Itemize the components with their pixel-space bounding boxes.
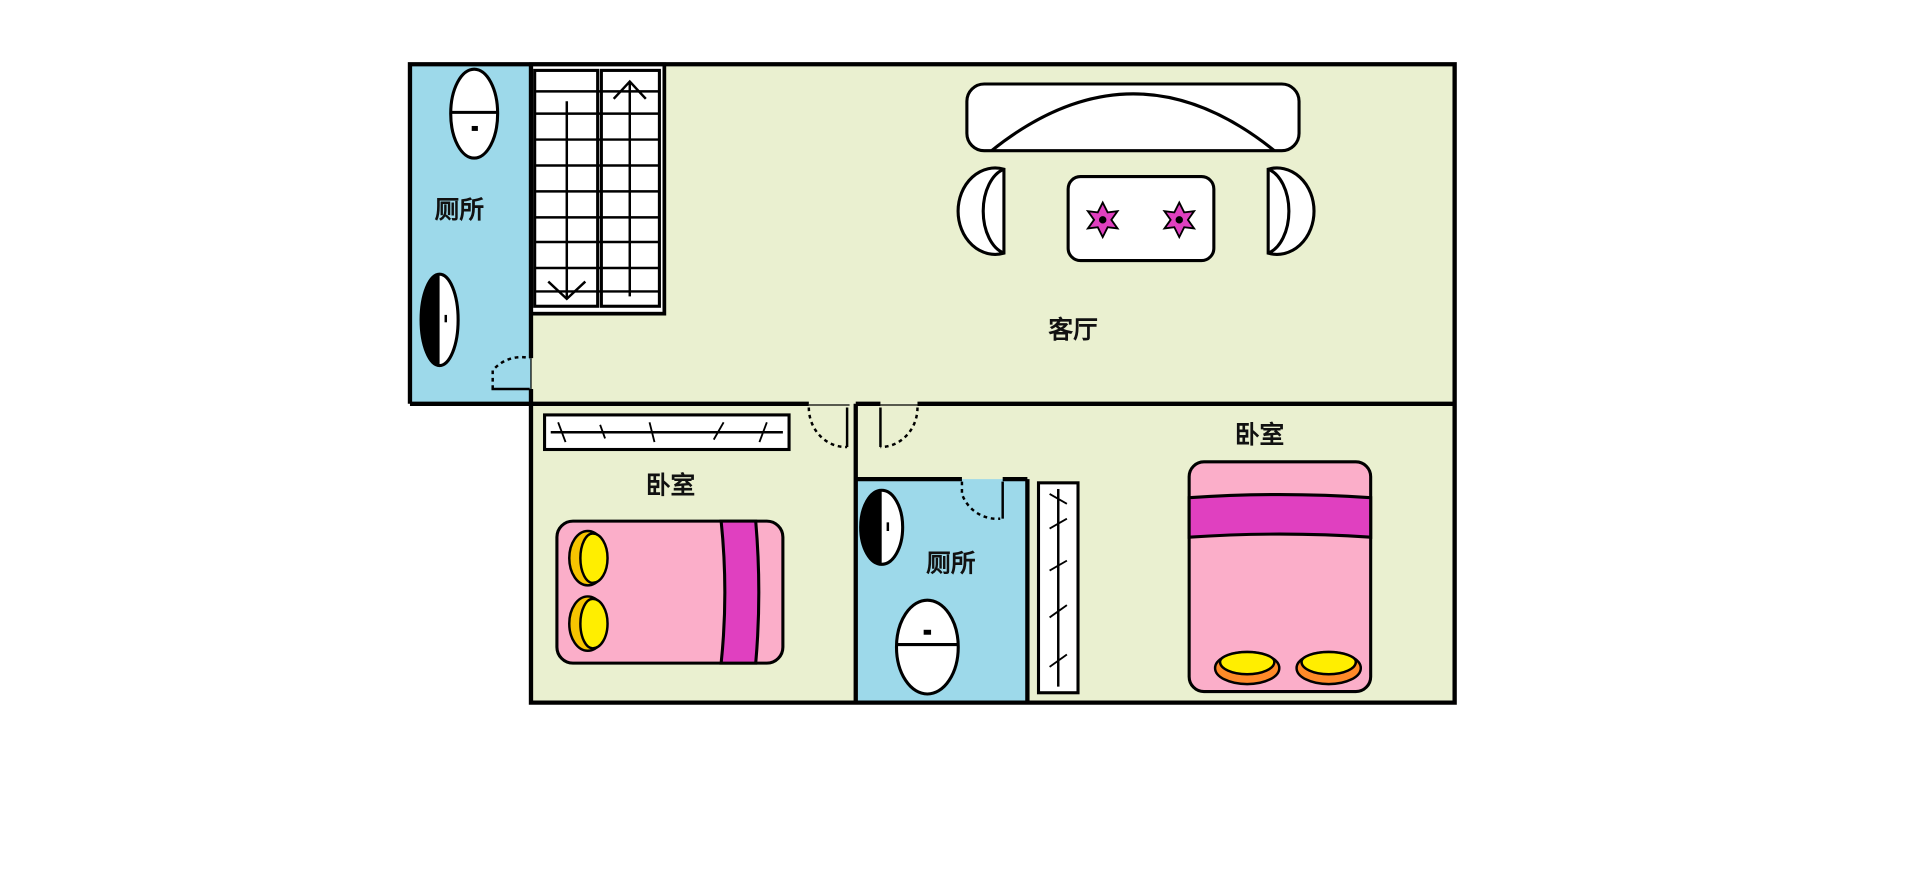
toilet-1: [419, 272, 460, 368]
flower-icon: [1085, 200, 1120, 240]
room-label-bathroom-1: 厕所: [435, 195, 485, 224]
bathroom-1-door[interactable]: [491, 355, 531, 391]
bedroom-left-door[interactable]: [807, 404, 850, 449]
pillow: [1295, 650, 1363, 686]
coffee-table: [1066, 175, 1216, 263]
sink-2: [894, 598, 960, 696]
room-label-bathroom-2: 厕所: [926, 548, 976, 577]
walls: [407, 62, 1457, 705]
pillow: [568, 529, 609, 587]
wardrobe-left: [543, 413, 791, 452]
pillow: [1213, 650, 1281, 686]
room-label-bedroom-left: 卧室: [646, 471, 695, 500]
bed-left: [555, 519, 785, 665]
pillow: [568, 595, 609, 653]
sink-1: [449, 67, 500, 160]
room-label-living-room: 客厅: [1048, 315, 1097, 344]
bathroom-2-door[interactable]: [960, 481, 1004, 520]
armchair-left: [956, 166, 1006, 256]
armchair-right: [1266, 166, 1316, 256]
wardrobe-right: [1036, 481, 1080, 695]
bedroom-right-door[interactable]: [879, 404, 919, 449]
bed-right: [1187, 460, 1373, 694]
flower-icon: [1162, 200, 1197, 240]
room-label-bedroom-right: 卧室: [1235, 420, 1284, 449]
sofa: [965, 82, 1301, 153]
staircase: [529, 62, 667, 316]
toilet-2: [859, 488, 905, 566]
